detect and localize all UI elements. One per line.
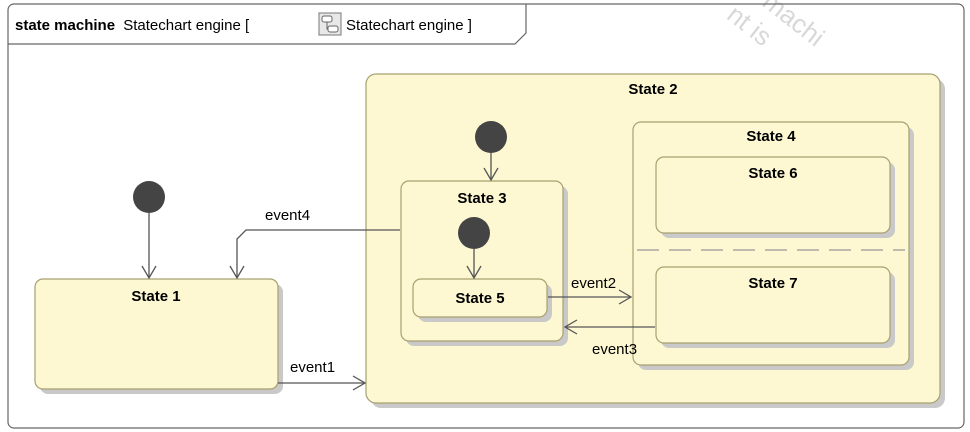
event2-label: event2	[571, 275, 616, 292]
initial-node-state-3[interactable]	[458, 217, 490, 249]
transition-event4[interactable]	[229, 229, 400, 280]
initial-transition-root[interactable]	[141, 213, 157, 280]
initial-node-state-2[interactable]	[475, 121, 507, 153]
state-2-label: State 2	[628, 81, 677, 98]
state-3-label: State 3	[457, 190, 506, 207]
initial-transition-state-2[interactable]	[483, 153, 499, 182]
svg-text:state machine Statechart: state machine Statechart engine [	[15, 17, 250, 34]
frame-keyword: state machine	[15, 17, 115, 34]
state-7-label: State 7	[748, 275, 797, 292]
state-7[interactable]: State 7	[655, 266, 895, 348]
watermark: machi nt is	[722, 0, 831, 52]
diagram-frame	[7, 3, 965, 429]
state-5-label: State 5	[455, 290, 504, 307]
transition-event2[interactable]	[548, 289, 633, 305]
state-1-label: State 1	[131, 288, 180, 305]
event1-label: event1	[290, 359, 335, 376]
state-1[interactable]: State 1	[34, 278, 283, 394]
transition-event3[interactable]	[563, 319, 655, 335]
event3-label: event3	[592, 341, 637, 358]
state-4-label: State 4	[746, 128, 796, 145]
state-5[interactable]: State 5	[412, 278, 552, 322]
statemachine-icon	[318, 12, 342, 36]
initial-transition-state-3[interactable]	[466, 249, 482, 280]
transition-event1[interactable]	[278, 375, 367, 391]
state-6[interactable]: State 6	[655, 156, 895, 238]
initial-node-root[interactable]	[133, 181, 165, 213]
frame-element-name: Statechart engine ]	[346, 17, 472, 34]
event4-label: event4	[265, 207, 310, 224]
frame-title-tab	[8, 4, 527, 45]
state-6-label: State 6	[748, 165, 797, 182]
frame-name: Statechart engine [	[123, 17, 250, 34]
